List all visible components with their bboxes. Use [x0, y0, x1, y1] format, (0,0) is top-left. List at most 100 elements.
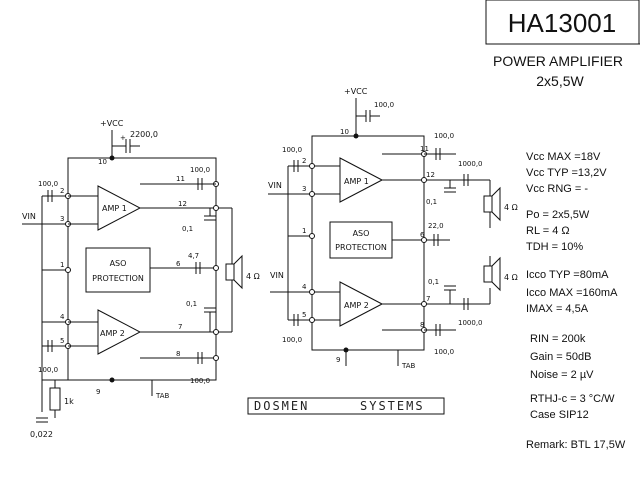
- speaker2-label: 4 Ω: [504, 273, 518, 282]
- left-circuit: AMP 1 AMP 2 ASO PROTECTION +VCC + 2200,0…: [22, 119, 260, 439]
- cap-01-top-left: 0,1: [182, 225, 193, 233]
- protection-label-right: PROTECTION: [335, 243, 387, 252]
- pin-6-left: 6: [176, 260, 181, 268]
- vin1-label-right: VIN: [268, 181, 282, 190]
- plus-mark: +: [120, 134, 126, 142]
- spec-imax: IMAX = 4,5A: [526, 303, 589, 315]
- pin-9-right: 9: [336, 356, 340, 364]
- cap-01-top-right: 0,1: [426, 198, 437, 206]
- speaker-left-body: [225, 263, 235, 281]
- aso-label-right: ASO: [353, 229, 370, 238]
- amp2-label-left: AMP 2: [100, 329, 125, 338]
- cap-mid-right: 22,0: [428, 222, 444, 230]
- amp2-label-right: AMP 2: [344, 301, 369, 310]
- cap-in2-right: 100,0: [282, 336, 302, 344]
- pin-5-left: 5: [60, 337, 64, 345]
- spec-noise: Noise = 2 µV: [530, 369, 594, 381]
- header-block: HA13001 POWER AMPLIFIER 2x5,5W: [485, 0, 640, 89]
- amp2-triangle-right: [339, 281, 384, 327]
- vin-label-left: VIN: [22, 212, 36, 221]
- resistor-left: [49, 387, 61, 411]
- spec-case: Case SIP12: [530, 409, 589, 421]
- spec-gain: Gain = 50dB: [530, 351, 591, 363]
- speaker1-body: [483, 195, 493, 213]
- part-number: HA13001: [508, 8, 616, 38]
- pin-12-left: 12: [178, 200, 187, 208]
- spec-rl: RL = 4 Ω: [526, 225, 570, 237]
- protection-label-left: PROTECTION: [92, 274, 144, 283]
- pin-12-right: 12: [426, 171, 435, 179]
- spec-vcc-typ: Vcc TYP =13,2V: [526, 167, 607, 179]
- pin-1-right: 1: [302, 227, 306, 235]
- spec-po: Po = 2x5,5W: [526, 209, 590, 221]
- cap-out-bot-left: 100,0: [190, 377, 210, 385]
- cap-small-left: 0,022: [30, 430, 53, 439]
- cap-supply-left: 2200,0: [130, 130, 158, 139]
- speaker-icon-left: [233, 254, 243, 290]
- power-rating: 2x5,5W: [536, 73, 584, 89]
- pin-3-left: 3: [60, 215, 64, 223]
- cap-out-top-left: 100,0: [190, 166, 210, 174]
- vcc-label-left: +VCC: [100, 119, 124, 128]
- pin-5-right: 5: [302, 311, 306, 319]
- brand-banner: DOSMEN SYSTEMS: [247, 397, 445, 415]
- brand-frame: [247, 397, 445, 415]
- pin-8-left: 8: [176, 350, 180, 358]
- spec-list: Vcc MAX =18V Vcc TYP =13,2V Vcc RNG = - …: [526, 151, 626, 451]
- brand-right: SYSTEMS: [360, 399, 425, 413]
- pin-1-left: 1: [60, 261, 64, 269]
- cap-boot1-right: 100,0: [434, 132, 454, 140]
- spec-rin: RIN = 200k: [530, 333, 586, 345]
- spec-rthj: RTHJ-c = 3 °C/W: [530, 393, 615, 405]
- cap-in-left: 100,0: [38, 180, 58, 188]
- amp2-triangle-left: [97, 309, 142, 355]
- speaker2-body: [483, 265, 493, 283]
- pin-10-right: 10: [340, 128, 349, 136]
- resistor-value-left: 1k: [64, 397, 74, 406]
- speaker2-icon: [491, 256, 501, 292]
- vin2-label-right: VIN: [270, 271, 284, 280]
- cap-mid-left: 4,7: [188, 252, 199, 260]
- pin-3-right: 3: [302, 185, 306, 193]
- tab-label-left: TAB: [155, 392, 170, 400]
- amp1-label-right: AMP 1: [344, 177, 369, 186]
- pin-7-right: 7: [426, 295, 430, 303]
- amp1-triangle-left: [97, 185, 142, 231]
- pin-7-left: 7: [178, 323, 182, 331]
- pin-4-right: 4: [302, 283, 307, 291]
- spec-vcc-rng: Vcc RNG = -: [526, 183, 588, 195]
- pin-9-left: 9: [96, 388, 100, 396]
- pin-11-right: 11: [420, 145, 429, 153]
- amp1-triangle-right: [339, 157, 384, 203]
- speaker-label-left: 4 Ω: [246, 272, 260, 281]
- amp1-label-left: AMP 1: [102, 204, 127, 213]
- speaker1-label: 4 Ω: [504, 203, 518, 212]
- pin-4-left: 4: [60, 313, 65, 321]
- right-circuit: AMP 1 AMP 2 ASO PROTECTION +VCC 100,0 10…: [268, 87, 518, 370]
- cap-boot2-right: 100,0: [434, 348, 454, 356]
- vcc-label-right: +VCC: [344, 87, 368, 96]
- aso-box-left: [85, 247, 151, 293]
- cap-in1-right: 100,0: [282, 146, 302, 154]
- pin-2-left: 2: [60, 187, 64, 195]
- spec-icco-typ: Icco TYP =80mA: [526, 269, 609, 281]
- aso-label-left: ASO: [110, 259, 127, 268]
- aso-box-right: [329, 221, 393, 259]
- spec-icco-max: Icco MAX =160mA: [526, 287, 618, 299]
- cap-01-bot-right: 0,1: [428, 278, 439, 286]
- cap-out1-right: 1000,0: [458, 160, 483, 168]
- spec-tdh: TDH = 10%: [526, 241, 583, 253]
- cap-supply-right: 100,0: [374, 101, 394, 109]
- subtitle: POWER AMPLIFIER: [493, 53, 623, 69]
- spec-vcc-max: Vcc MAX =18V: [526, 151, 601, 163]
- pin-2-right: 2: [302, 157, 306, 165]
- cap-out2-right: 1000,0: [458, 319, 483, 327]
- pin-10-left: 10: [98, 158, 107, 166]
- pin-8-right: 8: [420, 321, 424, 329]
- spec-remark: Remark: BTL 17,5W: [526, 439, 626, 451]
- cap-01-bot-left: 0,1: [186, 300, 197, 308]
- pin-11-left: 11: [176, 175, 185, 183]
- speaker1-icon: [491, 186, 501, 222]
- brand-left: DOSMEN: [254, 399, 309, 413]
